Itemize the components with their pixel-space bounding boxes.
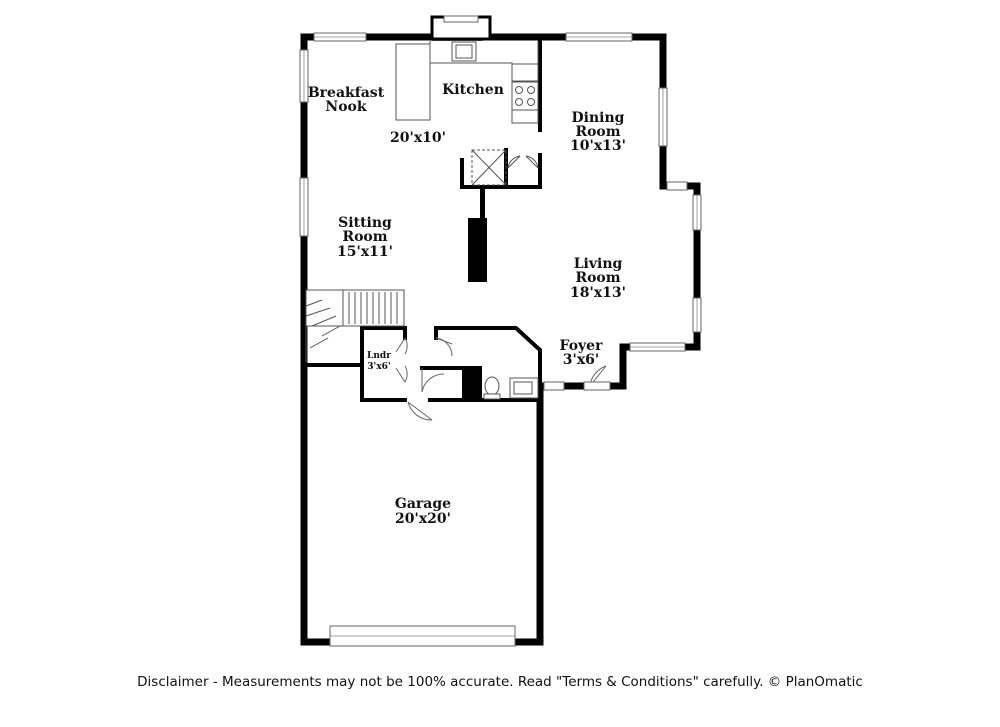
- kitchen-fixtures: [395, 41, 539, 124]
- powder-room-fixtures: [483, 376, 539, 400]
- dining-room-dims: 10'x13': [570, 138, 626, 154]
- window-lines: [303, 36, 698, 637]
- foyer-dims: 3'x6': [563, 352, 599, 368]
- refrigerator: [511, 63, 539, 82]
- cabinet-black: [462, 368, 480, 400]
- sitting-room-dims: 15'x11': [337, 244, 393, 260]
- garage-label: Garage: [395, 496, 451, 512]
- fireplace-post: [480, 185, 485, 221]
- living-room-dims: 18'x13': [570, 285, 626, 301]
- exterior-walls: [300, 33, 701, 646]
- disclaimer-text: Disclaimer - Measurements may not be 100…: [137, 674, 863, 690]
- garage-dims: 20'x20': [395, 511, 451, 527]
- room-labels: Breakfast Nook Kitchen 20'x10' Dining Ro…: [308, 82, 626, 527]
- breakfast-nook-label-line1: Breakfast: [308, 85, 385, 101]
- foyer-label: Foyer: [560, 338, 604, 354]
- dining-room-label-line1: Dining: [572, 110, 625, 126]
- breakfast-nook-label-line2: Nook: [325, 99, 366, 115]
- fireplace: [468, 218, 487, 282]
- toilet-icon: [484, 376, 500, 396]
- pantry-icon: [471, 149, 507, 186]
- kitchen-label: Kitchen: [442, 82, 504, 98]
- laundry-dims: 3'x6': [367, 362, 390, 372]
- living-room-label-line2: Room: [575, 270, 620, 286]
- staircase: [305, 289, 405, 362]
- kitchen-island: [395, 43, 431, 121]
- living-room-label-line1: Living: [574, 256, 623, 272]
- door-swings: [395, 337, 611, 421]
- sitting-room-label-line1: Sitting: [338, 215, 392, 231]
- kitchen-dims: 20'x10': [390, 130, 446, 146]
- closet-door-icon: [507, 155, 539, 169]
- sink-bay: [430, 15, 492, 41]
- stove: [511, 81, 539, 111]
- dining-room-label-line2: Room: [575, 124, 620, 140]
- sitting-room-label-line2: Room: [342, 229, 387, 245]
- laundry-label: Lndr: [367, 351, 391, 361]
